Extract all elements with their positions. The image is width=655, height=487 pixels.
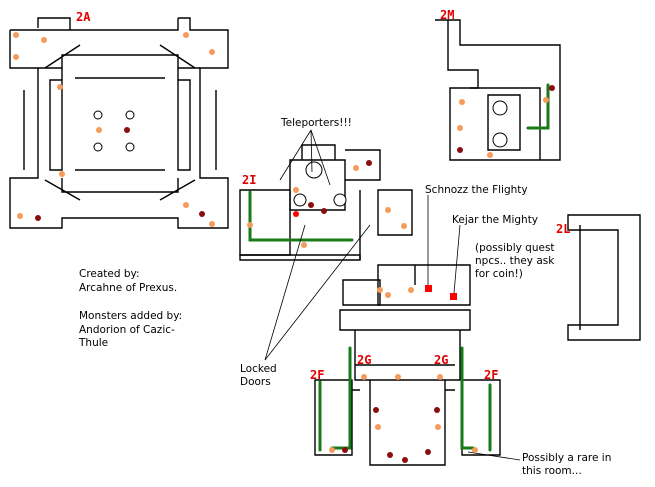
rare-spawn <box>124 127 130 133</box>
monster-spawn <box>13 54 19 60</box>
npc-marker <box>293 211 299 217</box>
monster-spawn <box>13 32 19 38</box>
monster-spawn <box>435 424 441 430</box>
monster-spawn <box>209 49 215 55</box>
credits-creator: Arcahne of Prexus. <box>79 282 178 294</box>
monster-spawn <box>183 32 189 38</box>
zone-label-2g-right: 2G <box>434 353 449 367</box>
npc-kejar <box>450 293 457 300</box>
rare-spawn <box>199 211 205 217</box>
monster-spawn <box>543 97 549 103</box>
rare-spawn <box>35 215 41 221</box>
monster-spawn <box>437 374 443 380</box>
monster-spawn <box>57 84 63 90</box>
npc-label-schnozz: Schnozz the Flighty <box>425 184 528 196</box>
rare-spawn <box>425 449 431 455</box>
rare-spawn <box>308 202 314 208</box>
npc-markers <box>293 211 457 300</box>
monster-spawn <box>472 447 478 453</box>
credits-monsters-by: Monsters added by: <box>79 310 183 322</box>
monster-spawn <box>247 222 253 228</box>
npc-note: (possibly quest npcs.. they ask for coin… <box>475 242 555 280</box>
monster-spawn <box>401 223 407 229</box>
monster-spawn <box>375 424 381 430</box>
npc-schnozz <box>425 285 432 292</box>
monster-spawn <box>361 374 367 380</box>
monster-spawn <box>209 221 215 227</box>
monster-spawn <box>96 127 102 133</box>
monster-spawn <box>457 125 463 131</box>
monster-spawn <box>408 287 414 293</box>
rare-spawn <box>366 160 372 166</box>
zone-label-2a: 2A <box>76 10 91 24</box>
monster-spawn <box>293 187 299 193</box>
pointer-lines <box>264 129 521 461</box>
monster-spawn <box>353 165 359 171</box>
zone-label-2m: 2M <box>440 8 455 22</box>
rare-room-label: Possibly a rare in this room... <box>522 452 612 477</box>
monster-spawn <box>487 152 493 158</box>
teleporter-markers <box>93 100 508 207</box>
monster-spawn <box>329 447 335 453</box>
zone-label-2f-right: 2F <box>484 368 499 382</box>
npc-label-kejar: Kejar the Mighty <box>452 214 539 226</box>
monster-spawn <box>17 213 23 219</box>
zone-label-2i: 2I <box>242 173 257 187</box>
zone-label-2g-left: 2G <box>357 353 372 367</box>
rare-spawn <box>387 452 393 458</box>
teleporters-label: Teleporters!!! <box>281 117 352 129</box>
monster-spawn <box>183 202 189 208</box>
monster-spawn <box>377 287 383 293</box>
zone-label-2l: 2L <box>556 222 571 236</box>
credits-created-by: Created by: <box>79 268 140 280</box>
monster-spawns <box>13 32 549 453</box>
monster-spawn <box>301 242 307 248</box>
locked-doors-label: Locked Doors <box>240 363 277 388</box>
monster-spawn <box>459 99 465 105</box>
monster-spawn <box>41 37 47 43</box>
rare-spawn <box>549 85 555 91</box>
rare-spawn <box>457 147 463 153</box>
map-walls <box>9 17 641 466</box>
zone-label-2f-left: 2F <box>310 368 325 382</box>
monster-spawn <box>385 292 391 298</box>
route-lines <box>248 83 550 452</box>
rare-spawn <box>434 407 440 413</box>
rare-spawn <box>321 208 327 214</box>
rare-spawn <box>402 457 408 463</box>
credits-monster-author: Andorion of Cazic-Thule <box>79 324 175 349</box>
rare-spawn <box>342 447 348 453</box>
rare-spawn <box>373 407 379 413</box>
monster-spawn <box>395 374 401 380</box>
rare-spawns <box>35 85 555 463</box>
monster-spawn <box>59 171 65 177</box>
monster-spawn <box>385 207 391 213</box>
